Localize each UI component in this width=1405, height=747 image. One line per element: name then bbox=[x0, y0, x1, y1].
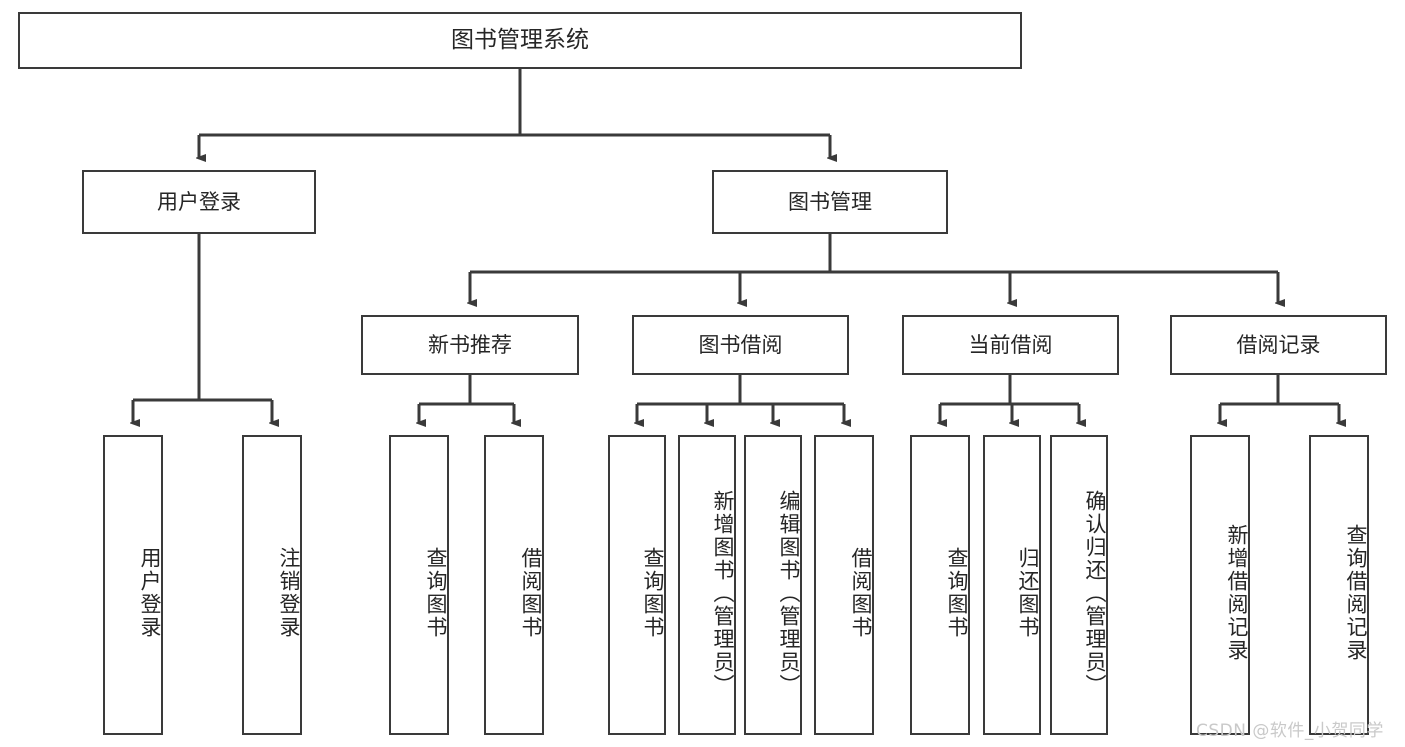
node-root[interactable]: 图书管理系统 bbox=[18, 12, 1022, 69]
leaf-node-label: 新增图书（管理员） bbox=[711, 489, 735, 697]
leaf-node[interactable]: 查询借阅记录 bbox=[1309, 435, 1369, 735]
node-borrow-record-label: 借阅记录 bbox=[1236, 332, 1321, 357]
leaf-node-label: 编辑图书（管理员） bbox=[777, 489, 801, 697]
leaf-node-label: 归还图书 bbox=[1016, 547, 1040, 639]
leaf-node[interactable]: 新增图书（管理员） bbox=[678, 435, 736, 735]
node-current-borrow-label: 当前借阅 bbox=[968, 332, 1053, 357]
leaf-node[interactable]: 确认归还（管理员） bbox=[1050, 435, 1108, 735]
node-book-borrow-label: 图书借阅 bbox=[698, 332, 783, 357]
leaf-node[interactable]: 用户登录 bbox=[103, 435, 163, 735]
leaf-node[interactable]: 新增借阅记录 bbox=[1190, 435, 1250, 735]
leaf-node-label: 新增借阅记录 bbox=[1225, 524, 1249, 662]
leaf-node[interactable]: 查询图书 bbox=[608, 435, 666, 735]
node-book-management-label: 图书管理 bbox=[788, 189, 872, 214]
node-new-book-recommend-label: 新书推荐 bbox=[428, 332, 512, 357]
leaf-node-label: 确认归还（管理员） bbox=[1083, 489, 1107, 697]
leaf-node[interactable]: 借阅图书 bbox=[814, 435, 874, 735]
leaf-node-label: 查询借阅记录 bbox=[1344, 524, 1368, 662]
leaf-node[interactable]: 归还图书 bbox=[983, 435, 1041, 735]
node-book-borrow[interactable]: 图书借阅 bbox=[632, 315, 849, 375]
leaf-node[interactable]: 借阅图书 bbox=[484, 435, 544, 735]
node-user-login[interactable]: 用户登录 bbox=[82, 170, 316, 234]
leaf-node-label: 用户登录 bbox=[138, 547, 162, 639]
leaf-node-label: 借阅图书 bbox=[519, 547, 543, 639]
node-borrow-record[interactable]: 借阅记录 bbox=[1170, 315, 1387, 375]
node-user-login-label: 用户登录 bbox=[157, 189, 241, 214]
leaf-node-label: 查询图书 bbox=[424, 547, 448, 639]
node-book-management[interactable]: 图书管理 bbox=[712, 170, 948, 234]
node-root-label: 图书管理系统 bbox=[451, 26, 589, 53]
node-current-borrow[interactable]: 当前借阅 bbox=[902, 315, 1119, 375]
node-new-book-recommend[interactable]: 新书推荐 bbox=[361, 315, 579, 375]
leaf-node-label: 查询图书 bbox=[641, 547, 665, 639]
leaf-node-label: 借阅图书 bbox=[849, 547, 873, 639]
csdn-watermark: CSDN @软件_小贺同学 bbox=[1196, 721, 1384, 741]
leaf-node[interactable]: 查询图书 bbox=[910, 435, 970, 735]
leaf-node-label: 查询图书 bbox=[945, 547, 969, 639]
leaf-node[interactable]: 注销登录 bbox=[242, 435, 302, 735]
leaf-node[interactable]: 查询图书 bbox=[389, 435, 449, 735]
leaf-node[interactable]: 编辑图书（管理员） bbox=[744, 435, 802, 735]
leaf-node-label: 注销登录 bbox=[277, 547, 301, 639]
